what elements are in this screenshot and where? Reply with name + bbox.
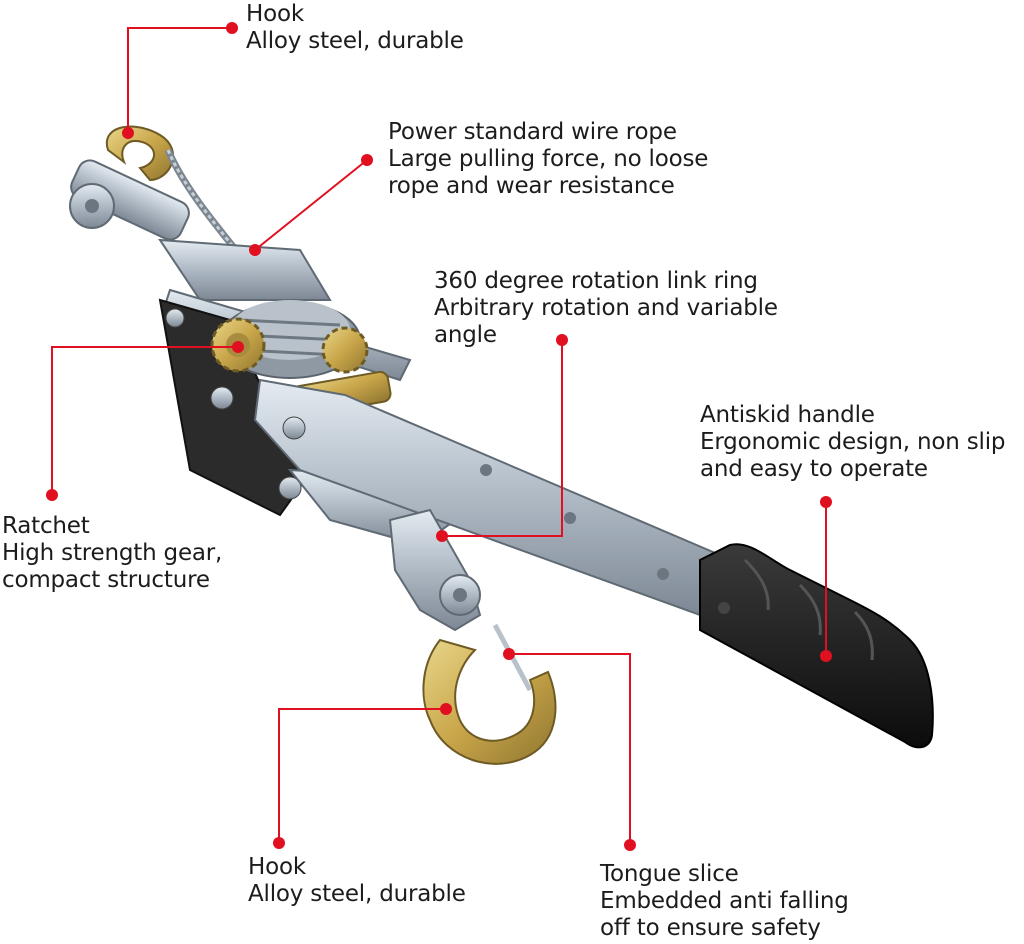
callout-wire-rope: Power standard wire rope Large pulling f…	[388, 119, 708, 200]
dot-hook-top-b	[226, 22, 238, 34]
dot-tongue-a	[503, 648, 515, 660]
callout-wire-rope-title: Power standard wire rope	[388, 119, 677, 145]
callout-hook-top-desc: Alloy steel, durable	[246, 28, 464, 54]
dot-handle-b	[820, 650, 832, 662]
callout-wire-rope-desc-2: rope and wear resistance	[388, 173, 675, 199]
callout-link-ring: 360 degree rotation link ring Arbitrary …	[434, 268, 778, 349]
top-pulley	[69, 159, 190, 241]
dot-hook-bottom-b	[273, 837, 285, 849]
callout-ratchet: Ratchet High strength gear, compact stru…	[2, 513, 222, 594]
callout-hook-top: Hook Alloy steel, durable	[246, 1, 464, 55]
callout-hook-bottom-title: Hook	[248, 854, 306, 880]
leader-link-ring	[442, 340, 563, 537]
leader-hook-bottom	[278, 708, 446, 843]
callout-ratchet-title: Ratchet	[2, 513, 90, 539]
rubber-grip	[699, 543, 934, 749]
dot-hook-top-a	[122, 127, 134, 139]
callout-ratchet-desc-1: High strength gear,	[2, 540, 223, 566]
callout-tongue-desc-1: Embedded anti falling	[600, 888, 849, 914]
dot-wire-rope-a	[361, 154, 373, 166]
leader-wire-rope	[254, 159, 368, 251]
dot-wire-rope-b	[249, 244, 261, 256]
dot-ratchet-a	[232, 341, 244, 353]
side-plate	[158, 298, 307, 517]
callout-link-ring-title: 360 degree rotation link ring	[434, 268, 758, 294]
callout-link-ring-desc-1: Arbitrary rotation and variable	[434, 295, 778, 321]
callout-ratchet-desc-2: compact structure	[2, 567, 210, 593]
dot-link-ring-a	[556, 334, 568, 346]
leader-tongue	[509, 653, 631, 845]
swivel-link-ring	[388, 508, 482, 632]
bottom-hook	[422, 623, 557, 765]
dot-ratchet-b	[46, 489, 58, 501]
leader-ratchet	[51, 346, 238, 495]
callout-dots	[46, 22, 832, 851]
callout-handle-desc-2: and easy to operate	[700, 456, 928, 482]
callout-hook-bottom: Hook Alloy steel, durable	[248, 854, 466, 908]
callout-handle-title: Antiskid handle	[700, 402, 875, 428]
dot-handle-a	[820, 496, 832, 508]
dot-link-ring-b	[436, 530, 448, 542]
top-hook	[105, 125, 175, 182]
dot-tongue-b	[624, 839, 636, 851]
callout-hook-bottom-desc: Alloy steel, durable	[248, 881, 466, 907]
leader-hook-top	[127, 27, 232, 133]
callout-tongue-title: Tongue slice	[600, 861, 739, 887]
callout-tongue: Tongue slice Embedded anti falling off t…	[600, 861, 849, 942]
callout-handle-desc-1: Ergonomic design, non slip	[700, 429, 1006, 455]
callout-link-ring-desc-2: angle	[434, 322, 497, 348]
callout-leaders	[51, 27, 827, 845]
callout-tongue-desc-2: off to ensure safety	[600, 915, 821, 941]
callout-wire-rope-desc-1: Large pulling force, no loose	[388, 146, 709, 172]
callout-handle: Antiskid handle Ergonomic design, non sl…	[700, 402, 1005, 483]
dot-hook-bottom-a	[440, 703, 452, 715]
callout-hook-top-title: Hook	[246, 1, 304, 27]
